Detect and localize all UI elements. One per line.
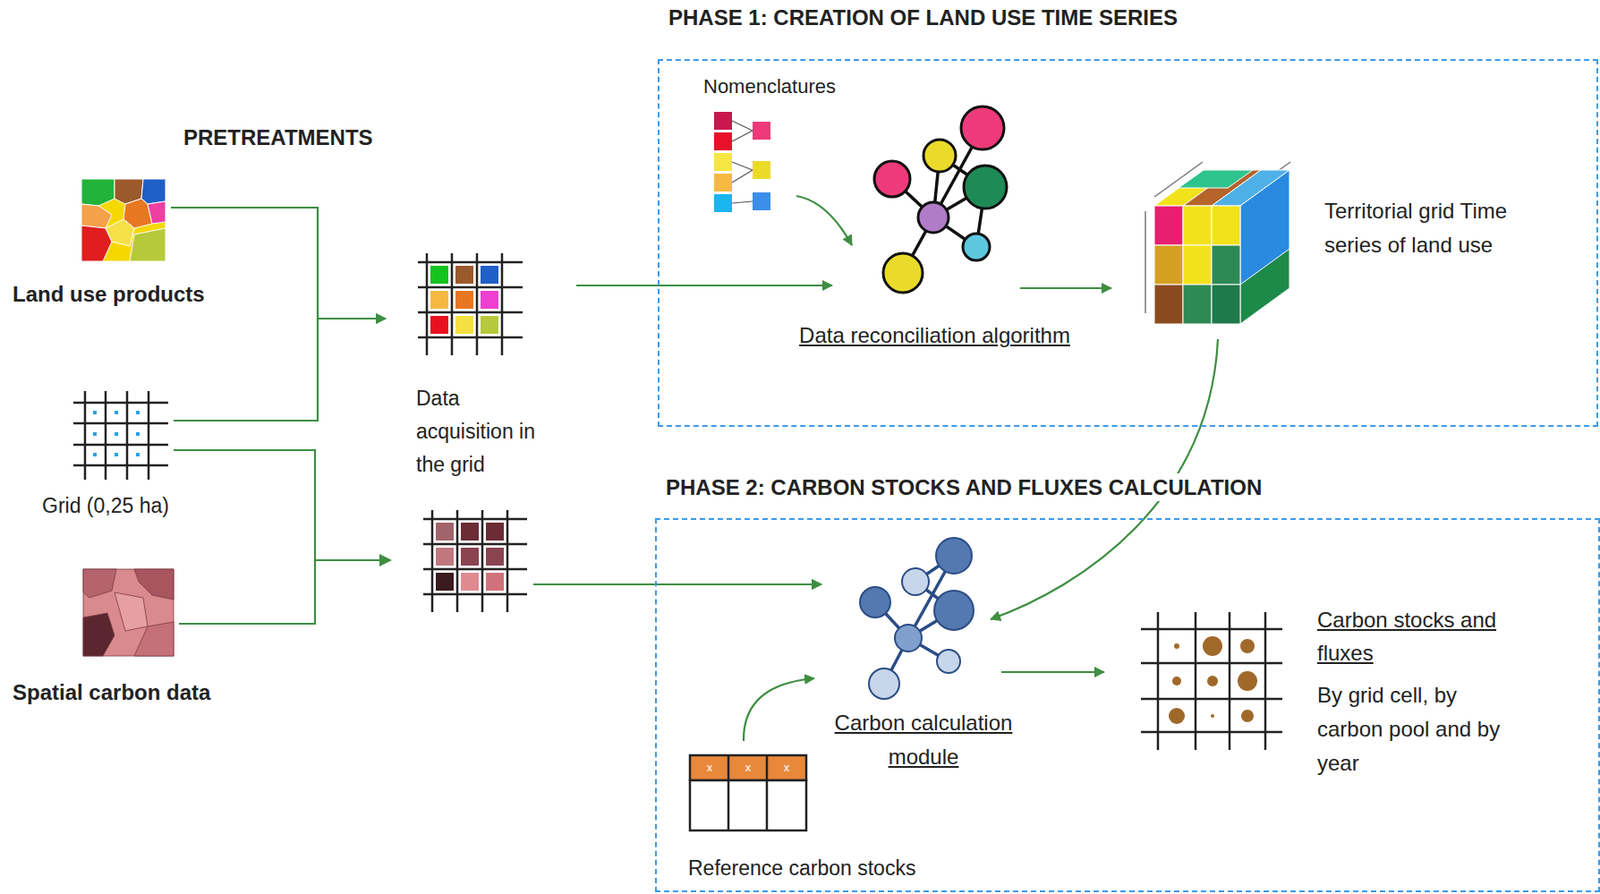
section-heading: PRETREATMENTS [183,123,417,152]
node-label: Carbon calculation module [807,706,1040,775]
process-node: Nomenclatures [695,71,860,220]
phase-panel: PHASE 1: CREATION OF LAND USE TIME SERIE… [657,59,1599,427]
icon-anchor [715,113,779,213]
flux-dots [1168,636,1258,724]
icon-anchor [81,178,166,262]
carbon-grid-cells [435,522,504,591]
table-cell-mark: x [776,759,797,775]
process-node: Reference carbon stocks [686,753,955,888]
icon-anchor [73,391,169,481]
process-node: Data reconciliation algorithm [762,98,1111,354]
process-node: Carbon stocks and fluxes By grid cell, by… [1138,603,1595,787]
node-description: By grid cell, by carbon pool and by year [1317,678,1525,781]
node-label: Spatial carbon data [12,678,255,707]
carbon-grid [423,510,528,613]
land-use-cube [1145,161,1291,324]
land-use-grid [417,253,523,356]
flow-arrow [1001,671,1105,673]
grid-points [93,410,140,457]
icon-anchor [851,536,982,712]
nomenclature-icon [714,111,771,213]
phase-title: PHASE 1: CREATION OF LAND USE TIME SERIE… [664,3,1182,32]
node-label: Land use products [12,280,255,308]
reference-table [689,755,807,831]
output-grid [1140,612,1283,750]
process-node: Data acquisition in the grid [393,248,564,486]
node-label: Data reconciliation algorithm [762,321,1107,349]
flow-arrow [576,284,833,287]
table-cell-mark: x [699,759,720,775]
node-label: Territorial grid Time series of land use [1324,194,1532,263]
icon-anchor [417,253,523,356]
land-use-map [81,178,166,262]
node-label: Reference carbon stocks [688,854,948,882]
flow-arrow [1020,287,1112,290]
carbon-network [859,537,974,699]
icon-anchor [874,102,1018,301]
flow-arrow [743,678,815,741]
flow-arrow [173,450,822,585]
flow-arrow [796,195,852,246]
icon-anchor [83,569,174,656]
node-label: Data acquisition in the grid [416,382,560,482]
flow-arrow [178,560,822,624]
table-cell-mark: x [738,759,758,775]
process-node: Land use products [8,174,260,318]
arrow-head [379,553,392,567]
process-node: Grid (0,25 ha) [35,386,216,530]
process-node: Carbon calculation module [807,534,1044,778]
icon-anchor [1142,613,1285,754]
icon-anchor [1133,158,1300,329]
land-use-grid-cells [430,265,499,334]
process-node: Spatial carbon data [8,565,260,714]
process-node: Territorial grid Time series of land use [1131,153,1579,333]
carbon-map [83,569,174,656]
phase-title: PHASE 2: CARBON STOCKS AND FLUXES CALCUL… [662,473,1266,502]
node-label: Carbon stocks and fluxes [1317,603,1525,670]
reconciliation-network [874,106,1007,293]
phase-panel: PHASE 2: CARBON STOCKS AND FLUXES CALCUL… [655,518,1600,893]
node-label: Nomenclatures [703,73,856,100]
node-label: Grid (0,25 ha) [42,492,213,520]
flow-arrow [173,318,386,421]
grid-icon [73,391,169,480]
